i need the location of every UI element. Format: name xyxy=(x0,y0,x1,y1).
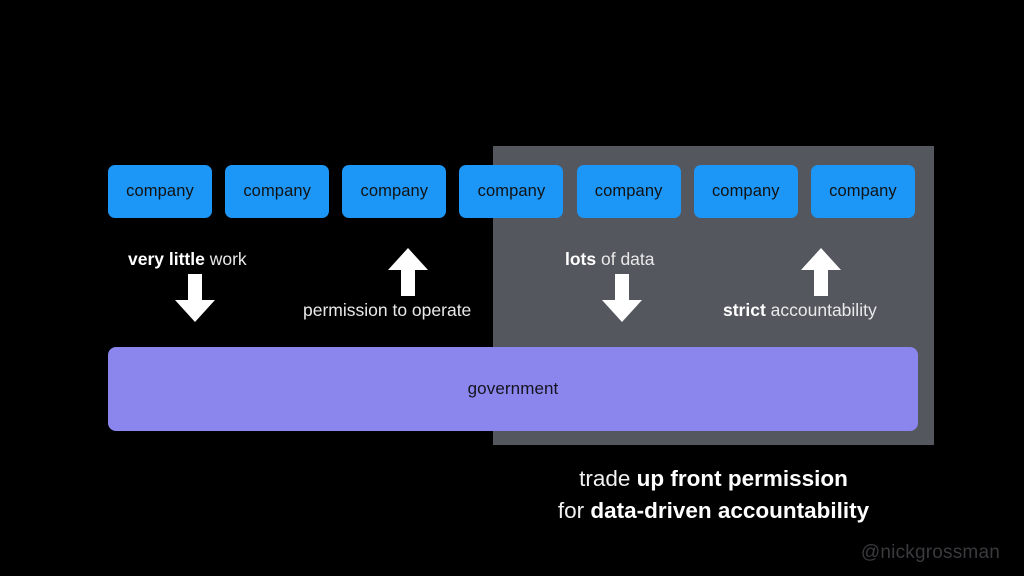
government-bar: government xyxy=(108,347,918,431)
company-label: company xyxy=(360,182,429,201)
flow-label-data: lots of data xyxy=(565,249,655,269)
flow-label-data-bold: lots xyxy=(565,249,597,269)
company-box: company xyxy=(576,165,681,218)
flow-label-accountability-rest: accountability xyxy=(765,300,877,320)
company-box: company xyxy=(459,165,564,218)
company-label: company xyxy=(126,182,194,201)
company-box: company xyxy=(810,165,915,218)
flow-label-data-rest: of data xyxy=(596,249,655,269)
company-row: company company company company company … xyxy=(108,165,915,218)
author-handle: @nickgrossman xyxy=(860,542,1000,563)
caption-line-1: trade up front permission xyxy=(493,463,934,495)
company-box: company xyxy=(225,165,330,218)
flow-label-work: very little work xyxy=(128,249,247,269)
arrow-up-icon xyxy=(388,248,428,296)
arrow-up-icon xyxy=(801,248,841,296)
flow-label-permission: permission to operate xyxy=(303,300,472,320)
arrow-down-icon xyxy=(175,274,215,322)
caption: trade up front permission for data-drive… xyxy=(493,463,934,527)
arrow-down-icon xyxy=(602,274,642,322)
company-label: company xyxy=(594,182,663,201)
company-label: company xyxy=(829,182,897,201)
flow-label-work-bold: very little xyxy=(128,249,205,269)
company-box: company xyxy=(693,165,798,218)
company-label: company xyxy=(477,182,546,201)
caption-line-2-bold: data-driven accountability xyxy=(590,498,870,523)
government-label: government xyxy=(467,379,559,398)
flow-label-work-rest: work xyxy=(204,249,247,269)
caption-line-2: for data-driven accountability xyxy=(493,495,934,527)
flow-label-accountability-bold: strict xyxy=(723,300,766,320)
flow-label-permission-rest: permission to operate xyxy=(303,300,472,320)
company-box: company xyxy=(108,165,212,218)
caption-line-1-bold: up front permission xyxy=(636,466,848,491)
caption-line-1-light: trade xyxy=(579,466,637,491)
flow-label-accountability: strict accountability xyxy=(723,300,877,320)
company-box: company xyxy=(342,165,447,218)
company-label: company xyxy=(711,182,780,201)
company-label: company xyxy=(243,182,311,201)
caption-line-2-light: for xyxy=(557,498,591,523)
